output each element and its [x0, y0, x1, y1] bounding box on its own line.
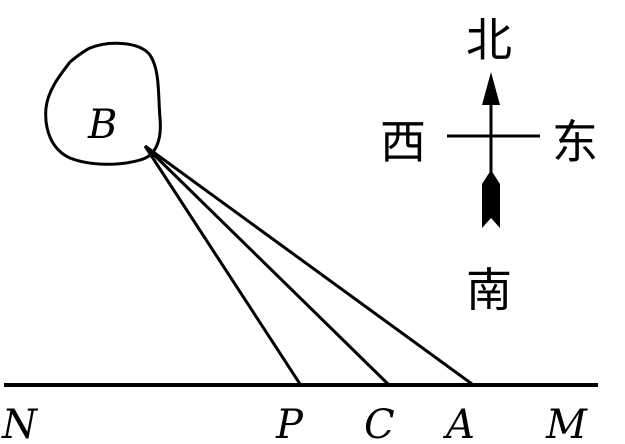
- line-b-to-a: [144, 144, 473, 386]
- compass: [447, 72, 540, 228]
- north-arrow-icon: [482, 72, 500, 105]
- line-b-to-p: [143, 145, 302, 385]
- line-b-to-c: [143, 144, 390, 386]
- island-outline: [44, 41, 162, 166]
- compass-north-label: 北: [466, 13, 512, 67]
- compass-east-label: 东: [552, 115, 598, 169]
- compass-west-label: 西: [380, 115, 426, 169]
- island-label: B: [87, 102, 117, 148]
- compass-south-label: 南: [466, 263, 512, 317]
- point-label-c: C: [364, 402, 395, 444]
- point-label-m: M: [545, 402, 588, 444]
- point-label-a: A: [442, 402, 475, 444]
- arrow-tail-icon: [482, 170, 500, 228]
- point-label-n: N: [1, 402, 39, 444]
- point-label-p: P: [275, 402, 304, 444]
